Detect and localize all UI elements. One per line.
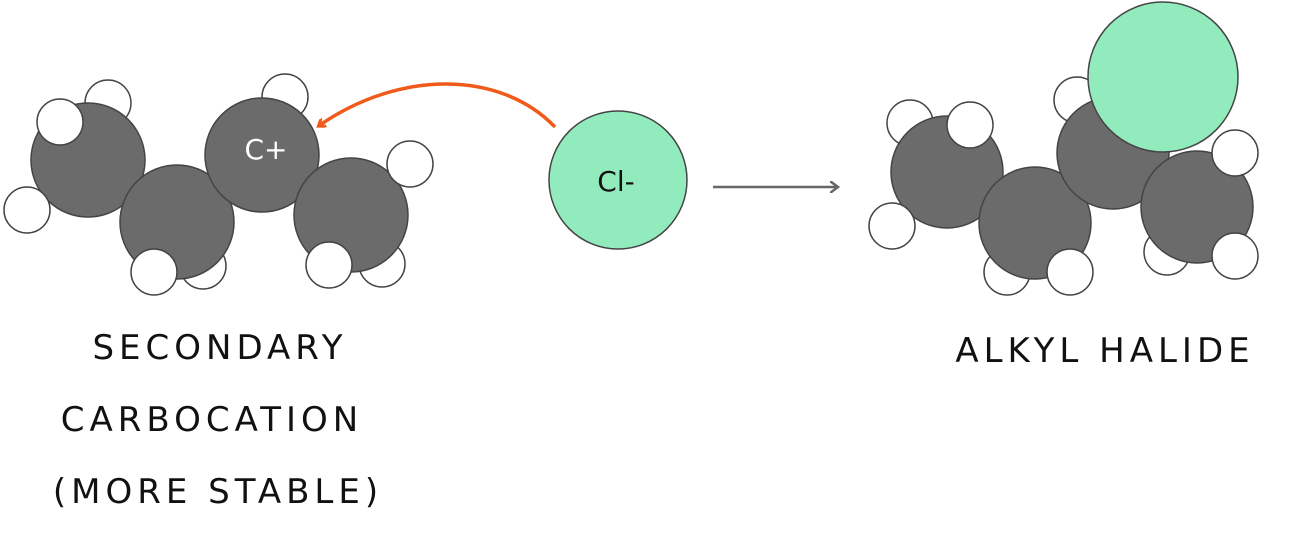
caption-line-3: (MORE STABLE) — [53, 472, 383, 512]
hydrogen-atom — [305, 241, 353, 289]
hydrogen-atom — [3, 186, 51, 234]
product-caption: ALKYL HALIDE — [955, 331, 1254, 371]
caption-line-2: CARBOCATION — [61, 400, 363, 440]
nucleophilic-attack-arrow — [320, 82, 557, 129]
chloride-ion — [548, 110, 688, 250]
secondary-carbocation-molecule — [3, 73, 434, 296]
hydrogen-atom — [1046, 248, 1094, 296]
hydrogen-atom — [946, 101, 994, 149]
carbocation-carbon-atom — [204, 97, 320, 213]
hydrogen-atom — [1211, 129, 1259, 177]
hydrogen-atom — [1211, 232, 1259, 280]
hydrogen-atom — [386, 140, 434, 188]
caption-line-1: SECONDARY — [92, 328, 347, 368]
alkyl-halide-molecule — [868, 1, 1259, 296]
chlorine-atom — [1087, 1, 1239, 153]
hydrogen-atom — [36, 98, 84, 146]
hydrogen-atom — [868, 202, 916, 250]
carbocation-label: C+ — [244, 133, 287, 166]
chloride-label: Cl- — [597, 165, 634, 198]
hydrogen-atom — [130, 248, 178, 296]
